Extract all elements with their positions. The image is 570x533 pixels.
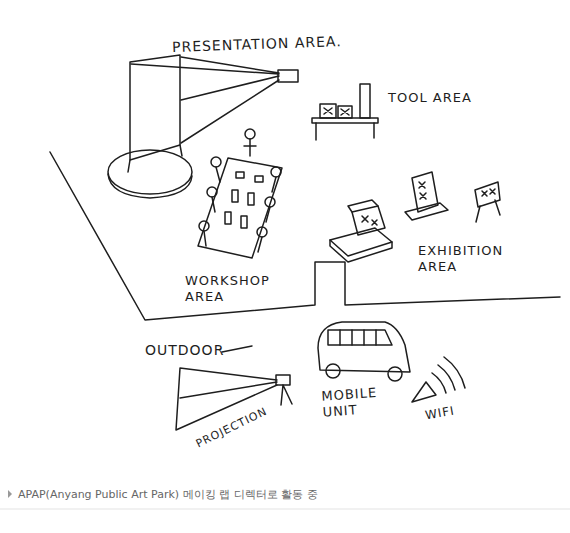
area-label: OUTDOOR: [145, 342, 224, 358]
mobile-van-part: [328, 330, 392, 345]
exhibition-pieces-part: [476, 200, 500, 222]
workshop-table-part: [225, 212, 231, 224]
outdoor-projection-part: [222, 346, 252, 352]
projector-beam-part: [131, 57, 279, 143]
area-label: EXHIBITION AREA: [418, 243, 530, 275]
wifi-symbol-part: [412, 382, 436, 402]
workshop-table-part: [244, 139, 256, 156]
tool-table-part: [360, 84, 370, 118]
area-label: MOBILE UNIT: [321, 383, 401, 420]
workshop-table: [198, 129, 282, 258]
workshop-table-part: [248, 193, 254, 205]
tool-table-part: [320, 104, 336, 118]
presentation-screen-part: [130, 55, 180, 160]
exhibition-pieces-part: [482, 189, 495, 196]
exhibition-pieces-part: [330, 228, 392, 256]
workshop-table-part: [207, 187, 217, 197]
workshop-table-part: [258, 237, 262, 252]
mobile-van-part: [326, 364, 340, 378]
workshop-table-part: [212, 197, 215, 212]
tool-table-part: [341, 109, 349, 115]
projector-beam: [131, 57, 298, 143]
workshop-table-part: [257, 227, 267, 237]
workshop-table-part: [198, 158, 282, 258]
room-wall-part: [50, 152, 560, 320]
area-label: TOOL AREA: [388, 90, 472, 106]
tool-table: [312, 84, 378, 140]
workshop-table-part: [199, 221, 209, 231]
workshop-table-part: [211, 157, 221, 167]
exhibition-pieces-part: [405, 203, 448, 220]
exhibition-pieces-part: [330, 240, 392, 262]
workshop-table-part: [241, 216, 247, 228]
caption-bar-part: [0, 509, 570, 510]
wifi-symbol-part: [444, 357, 465, 388]
exhibition-pieces-part: [348, 200, 378, 212]
tool-table-part: [316, 123, 374, 140]
workshop-table-part: [255, 176, 263, 182]
exhibition-pieces-part: [352, 206, 385, 235]
workshop-table-part: [271, 167, 281, 177]
tool-table-part: [324, 108, 332, 114]
presentation-screen: [108, 55, 192, 198]
room-wall: [50, 152, 560, 320]
mobile-van-part: [388, 367, 402, 381]
workshop-table-part: [265, 197, 275, 207]
workshop-table-part: [245, 129, 255, 139]
presentation-screen-part: [108, 174, 192, 198]
tool-table-part: [338, 106, 352, 118]
outdoor-projection-part: [281, 385, 292, 405]
area-label: PRESENTATION AREA.: [172, 33, 342, 55]
wifi-symbol: [412, 357, 465, 402]
area-label: PROJECTION: [194, 404, 271, 452]
presentation-screen-part: [128, 145, 182, 172]
exhibition-pieces-part: [419, 182, 426, 199]
area-label: WORKSHOP AREA: [185, 273, 289, 305]
caption-bar-part: [8, 490, 12, 498]
workshop-table-part: [204, 231, 206, 246]
workshop-table-part: [236, 172, 244, 178]
workshop-table-part: [216, 167, 220, 182]
projector-beam-part: [278, 70, 298, 82]
mobile-van: [318, 322, 410, 381]
exhibition-pieces-part: [412, 172, 438, 212]
workshop-table-part: [232, 190, 238, 202]
exhibition-pieces-part: [362, 216, 377, 225]
workshop-table-part: [272, 177, 276, 192]
wifi-symbol-part: [432, 373, 446, 393]
mobile-van-part: [340, 330, 376, 345]
presentation-screen-part: [108, 150, 192, 194]
workshop-table-part: [266, 207, 270, 222]
area-label: WIFI: [424, 403, 456, 424]
wifi-symbol-part: [438, 365, 455, 390]
image-caption: APAP(Anyang Public Art Park) 메이킹 랩 디렉터로 …: [18, 487, 318, 502]
outdoor-projection-part: [276, 375, 290, 385]
